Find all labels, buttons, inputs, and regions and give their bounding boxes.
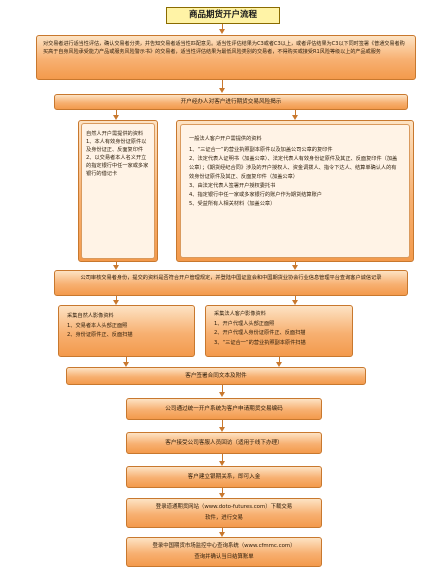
page-title: 商品期货开户流程	[166, 7, 280, 24]
connector	[116, 262, 117, 266]
arrow-down-icon	[219, 461, 225, 466]
trading-code-box: 公司通过统一开户系统为客户申请期货交易编码	[126, 398, 322, 420]
arrow-down-icon	[113, 115, 119, 120]
risk-disclosure-box: 开户经办人对客户进行期货交易风险揭示	[54, 94, 408, 110]
collect-natural-item: 1、交易者本人头部正面照	[67, 322, 128, 329]
collect-legal-images-box: 采集法人客户影像资料 1、开户代理人头部正面照 2、开户代理人身份证原件正、反面…	[205, 305, 353, 357]
legal-person-doc-item: 1、“三证合一”的营业执照副本原件以及加盖公司公章的复印件	[189, 147, 333, 153]
legal-person-docs-panel: 一般法人客户开户需提供的资料 1、“三证合一”的营业执照副本原件以及加盖公司公章…	[180, 124, 410, 258]
arrow-down-icon	[113, 265, 119, 270]
arrow-down-icon	[219, 392, 225, 397]
legal-person-docs-header: 一般法人客户开户需提供的资料	[189, 136, 262, 142]
identity-verification-box: 公司审核交易者身份，提交的资料是否符合开户管理规定，并登陆中国证监会和中国期货业…	[54, 270, 408, 296]
bank-link-text: 客户建立银期关系，即可入金	[187, 474, 261, 480]
connector	[222, 385, 223, 393]
collect-legal-item: 3、“三证合一”的营业执照副本原件扫描	[214, 339, 306, 346]
legal-person-doc-item: 2、法定代表人证明书（加盖公章）、法定代表人有效身份证原件及其正、反面复印件（加…	[189, 156, 398, 180]
connector	[222, 420, 223, 428]
arrow-down-icon	[219, 29, 225, 34]
arrow-down-icon	[292, 265, 298, 270]
natural-person-docs-header: 自然人开户需提供的资料	[86, 131, 144, 137]
sign-contract-box: 客户签署合同文本及附件	[66, 367, 366, 385]
legal-person-doc-item: 5、受益所有人相关材料（加盖公章）	[189, 201, 276, 207]
connector	[222, 80, 223, 88]
arrow-down-icon	[123, 362, 129, 367]
connector	[126, 357, 127, 363]
trading-code-text: 公司通过统一开户系统为客户申请期货交易编码	[165, 406, 283, 412]
sign-contract-text: 客户签署合同文本及附件	[185, 373, 247, 379]
download-trade-box: 登录道通期货网站（www.doto-futures.com）下载交易 软件，进行…	[126, 498, 322, 528]
natural-person-docs-panel: 自然人开户需提供的资料 1、本人有效身份证原件以及身份证正、反面复印件 2、以交…	[81, 123, 155, 259]
legal-person-doc-item: 3、由法定代表人签署开户授权委托书	[189, 183, 276, 189]
query-settlement-box: 登录中国期货市场监控中心查询系统（www.cfmmc.com） 查询并确认当日结…	[126, 537, 322, 567]
callback-text: 客户接受公司客服人员回访（适用于线下办理）	[165, 440, 283, 446]
connector	[222, 488, 223, 494]
arrow-down-icon	[219, 493, 225, 498]
collect-legal-item: 2、开户代理人身份证原件正、反面扫描	[214, 330, 306, 336]
query-settlement-text: 查询并确认当日结算账单	[194, 554, 254, 560]
download-trade-text: 登录道通期货网站（www.doto-futures.com）下载交易	[155, 504, 293, 510]
collect-legal-item: 1、开户代理人头部正面照	[214, 320, 275, 327]
arrow-down-icon	[219, 88, 225, 93]
connector	[222, 454, 223, 462]
legal-person-doc-item: 4、指定银行中任一家或多家银行的账户作为期货结算账户	[189, 192, 322, 198]
legal-person-docs-box: 一般法人客户开户需提供的资料 1、“三证合一”的营业执照副本原件以及加盖公司公章…	[176, 120, 414, 262]
bank-link-box: 客户建立银期关系，即可入金	[126, 466, 322, 488]
collect-natural-header: 采集自然人影像资料	[67, 313, 114, 319]
risk-disclosure-text: 开户经办人对客户进行期货交易风险揭示	[180, 99, 282, 105]
suitability-text: 对交易者进行适当性评估，确认交易者分类，并告知交易者适当性匹配意见。适当性评估结…	[43, 41, 405, 56]
identity-verification-text: 公司审核交易者身份，提交的资料是否符合开户管理规定，并登陆中国证监会和中国期货业…	[80, 275, 382, 281]
query-settlement-text: 登录中国期货市场监控中心查询系统（www.cfmmc.com）	[152, 543, 296, 549]
connector	[116, 296, 117, 301]
connector	[222, 24, 223, 30]
callback-box: 客户接受公司客服人员回访（适用于线下办理）	[126, 432, 322, 454]
connector	[295, 262, 296, 266]
arrow-down-icon	[219, 427, 225, 432]
arrow-down-icon	[219, 532, 225, 537]
arrow-down-icon	[292, 115, 298, 120]
arrow-down-icon	[276, 362, 282, 367]
natural-person-doc-item: 2、以交易者本人名义开立的指定银行中任一家或多家银行的借记卡	[86, 155, 149, 177]
connector	[295, 110, 296, 116]
natural-person-docs-box: 自然人开户需提供的资料 1、本人有效身份证原件以及身份证正、反面复印件 2、以交…	[78, 120, 158, 262]
connector	[222, 528, 223, 533]
arrow-down-icon	[113, 300, 119, 305]
connector	[116, 110, 117, 116]
collect-natural-images-box: 采集自然人影像资料 1、交易者本人头部正面照 2、身份证原件正、反面扫描	[58, 305, 195, 357]
connector	[295, 296, 296, 301]
collect-legal-header: 采集法人客户影像资料	[214, 311, 266, 317]
arrow-down-icon	[292, 300, 298, 305]
connector	[279, 357, 280, 363]
collect-natural-item: 2、身份证原件正、反面扫描	[67, 332, 133, 338]
suitability-assessment-box: 对交易者进行适当性评估，确认交易者分类，并告知交易者适当性匹配意见。适当性评估结…	[36, 35, 416, 80]
download-trade-text: 软件，进行交易	[205, 515, 243, 521]
natural-person-doc-item: 1、本人有效身份证原件以及身份证正、反面复印件	[86, 139, 147, 153]
